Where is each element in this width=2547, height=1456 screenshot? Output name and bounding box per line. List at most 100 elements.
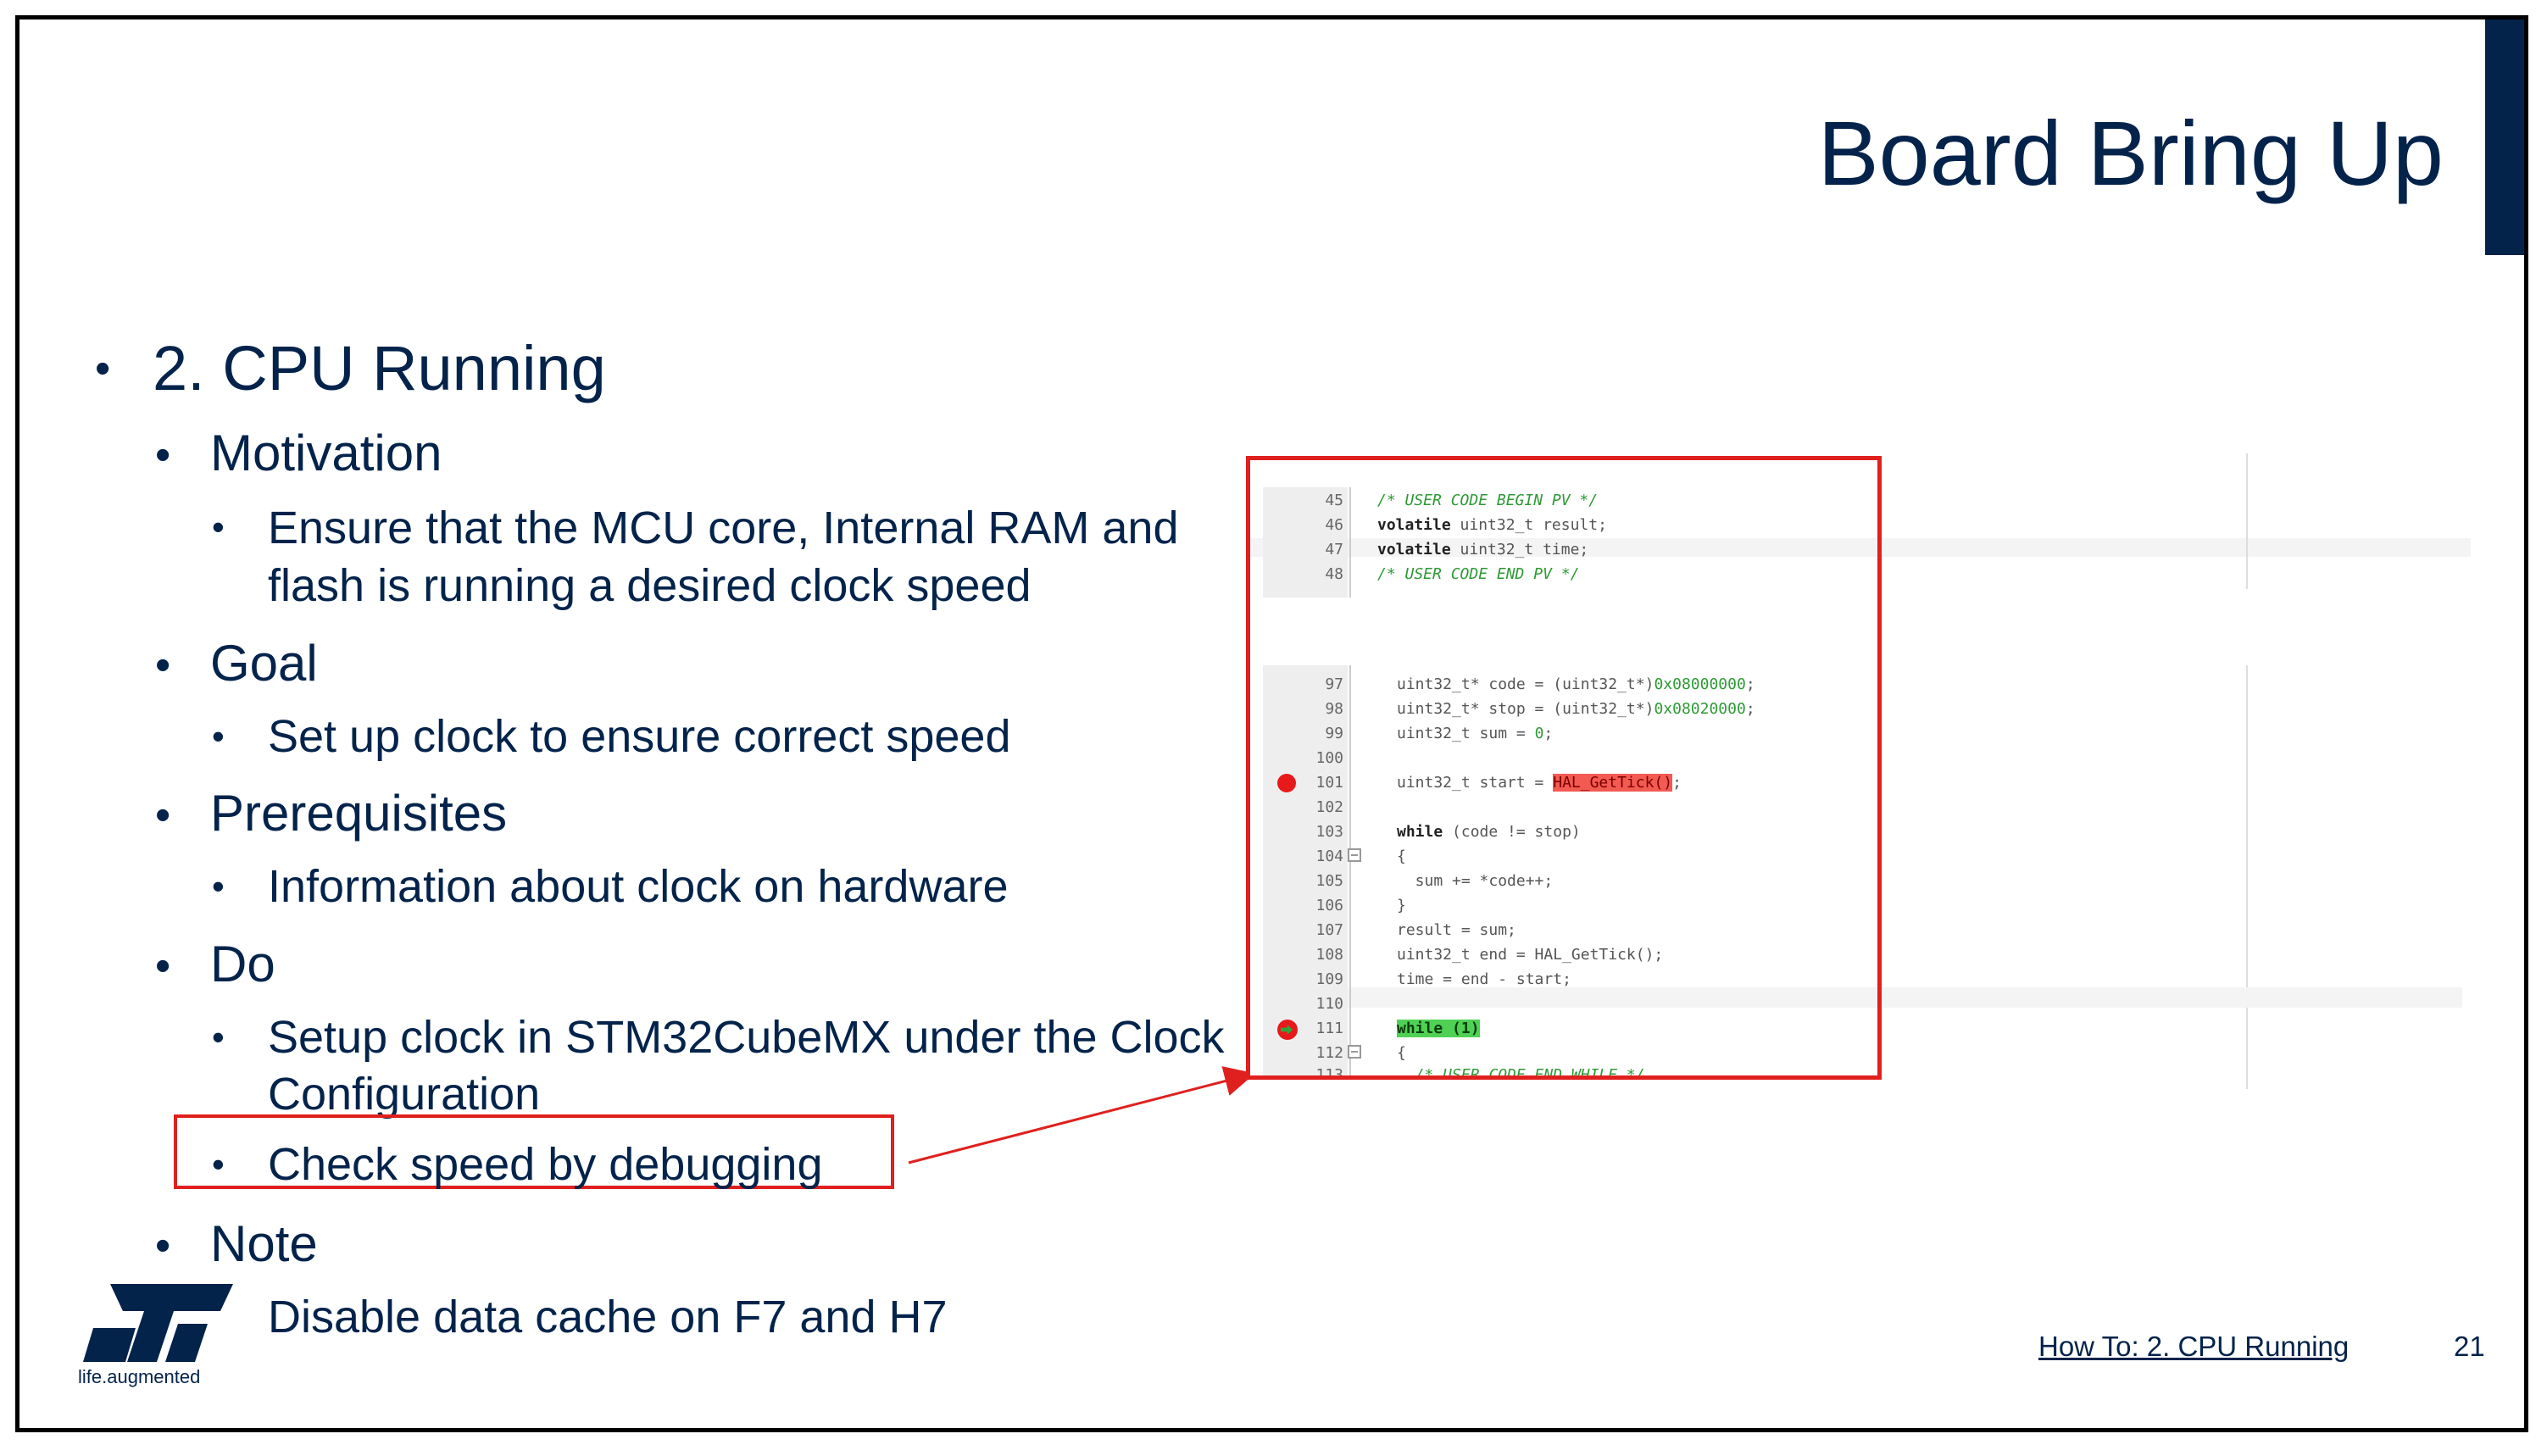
bullet-dot: • [155,791,171,840]
footer-link[interactable]: How To: 2. CPU Running [2038,1331,2350,1362]
code-number: 0 [1534,725,1544,742]
bullet-check-speed: Check speed by debugging [268,1139,823,1190]
line-number: 46 [1325,516,1343,534]
line-number: 45 [1325,492,1343,509]
code-number: 0x08020000 [1654,700,1746,718]
line-number: 97 [1325,675,1343,693]
bullet-cpu-running: 2. CPU Running [153,333,606,403]
code-line-103: while (code != stop) [1397,823,1581,841]
code-text: ; [1672,774,1682,792]
code-line-47: volatile uint32_t time; [1377,541,1588,559]
code-text: uint32_t result; [1450,516,1607,534]
line-number: 99 [1325,725,1343,742]
bullet-do-detail-1b: Configuration [268,1069,541,1120]
line-number: 109 [1315,970,1343,988]
fold-toggle-icon[interactable] [1348,848,1361,862]
line-number: 100 [1315,749,1343,767]
code-highlight-frame [1246,456,1882,1080]
code-line-106: } [1397,897,1406,914]
bullet-note-detail: Disable data cache on F7 and H7 [268,1292,948,1342]
code-line-107: result = sum; [1397,921,1516,939]
code-keyword: volatile [1377,516,1451,534]
bullet-prerequisites-detail: Information about clock on hardware [268,861,1009,912]
logo-tagline: life.augmented [78,1366,201,1387]
bullet-dot: • [212,716,225,756]
bullet-dot: • [155,431,171,480]
code-editor-screenshot [1250,453,2471,1098]
bullet-dot: • [155,1221,171,1270]
code-line-45: /* USER CODE BEGIN PV */ [1377,492,1599,509]
code-line-98: uint32_t* stop = (uint32_t*)0x08020000; [1397,700,1755,718]
bullet-dot: • [155,942,171,991]
bullet-do-detail-1a: Setup clock in STM32CubeMX under the Clo… [268,1012,1225,1063]
code-line-111: while (1) [1397,1020,1480,1037]
title-accent-bar [2485,19,2524,255]
code-keyword: while [1397,823,1443,841]
bullet-motivation: Motivation [210,425,442,481]
slide-title: Board Bring Up [1817,102,2444,204]
line-number: 107 [1315,921,1343,939]
line-number: 105 [1315,872,1343,890]
code-line-97: uint32_t* code = (uint32_t*)0x08000000; [1397,675,1755,693]
line-number: 102 [1315,798,1343,816]
execution-pointer-icon [1277,1020,1298,1040]
code-line-113: /* USER CODE END WHILE */ [1397,1066,1645,1076]
line-number: 111 [1315,1020,1343,1037]
code-line-48: /* USER CODE END PV */ [1377,565,1580,583]
code-text: uint32_t* stop = (uint32_t*) [1397,700,1654,718]
fold-toggle-icon[interactable] [1348,1045,1361,1059]
code-line-101: uint32_t start = HAL_GetTick(); [1397,774,1682,792]
line-number: 98 [1325,700,1343,718]
bullet-goal: Goal [210,635,318,692]
line-number: 108 [1315,946,1343,964]
line-number: 110 [1315,995,1343,1013]
bullet-dot: • [212,866,225,906]
code-line-99: uint32_t sum = 0; [1397,725,1553,742]
bullet-goal-detail: Set up clock to ensure correct speed [268,711,1011,762]
bullet-dot: • [212,1017,225,1057]
code-line-112: { [1397,1044,1406,1062]
code-line-46: volatile uint32_t result; [1377,516,1607,534]
line-number: 112 [1315,1044,1343,1062]
line-gutter [1263,665,1348,1076]
line-number: 106 [1315,897,1343,914]
code-number: 0x08000000 [1654,675,1746,693]
line-number: 104 [1315,847,1343,865]
bullet-dot: • [212,1144,225,1184]
breakpoint-icon[interactable] [1277,774,1296,792]
line-number: 103 [1315,823,1343,841]
code-text: (code != stop) [1443,823,1581,841]
line-gutter [1263,487,1348,597]
line-number: 47 [1325,541,1343,559]
st-logo [83,1284,233,1362]
line-number: 113 [1315,1066,1343,1076]
bullet-motivation-detail-1: Ensure that the MCU core, Internal RAM a… [268,503,1179,553]
highlight-box [174,1114,894,1189]
code-line-113-clip: 113 /* USER CODE END WHILE */ [1263,1066,1873,1076]
code-line-105: sum += *code++; [1397,872,1554,890]
code-highlight: HAL_GetTick() [1553,774,1673,792]
code-text: ; [1745,700,1755,718]
bullet-dot: • [155,641,171,690]
code-line-104: { [1397,847,1406,865]
bullet-motivation-detail-2: flash is running a desired clock speed [268,560,1032,611]
page-number: 21 [2454,1331,2485,1362]
code-text: uint32_t time; [1450,541,1589,559]
bullet-note: Note [210,1215,318,1272]
line-number: 101 [1315,774,1343,792]
code-text: ; [1745,675,1755,693]
bullet-do: Do [210,936,275,992]
code-highlight: while (1) [1397,1020,1480,1037]
bullet-dot: • [212,507,225,547]
code-line-109: time = end - start; [1397,970,1571,988]
code-text: uint32_t start = [1397,774,1554,792]
code-text: ; [1543,725,1554,742]
code-keyword: volatile [1377,541,1451,559]
bullet-prerequisites: Prerequisites [210,785,508,842]
code-text: uint32_t* code = (uint32_t*) [1397,675,1654,693]
bullet-dot: • [95,344,111,393]
line-number: 48 [1325,565,1343,583]
code-text: uint32_t sum = [1397,725,1535,742]
code-line-108: uint32_t end = HAL_GetTick(); [1397,946,1664,964]
